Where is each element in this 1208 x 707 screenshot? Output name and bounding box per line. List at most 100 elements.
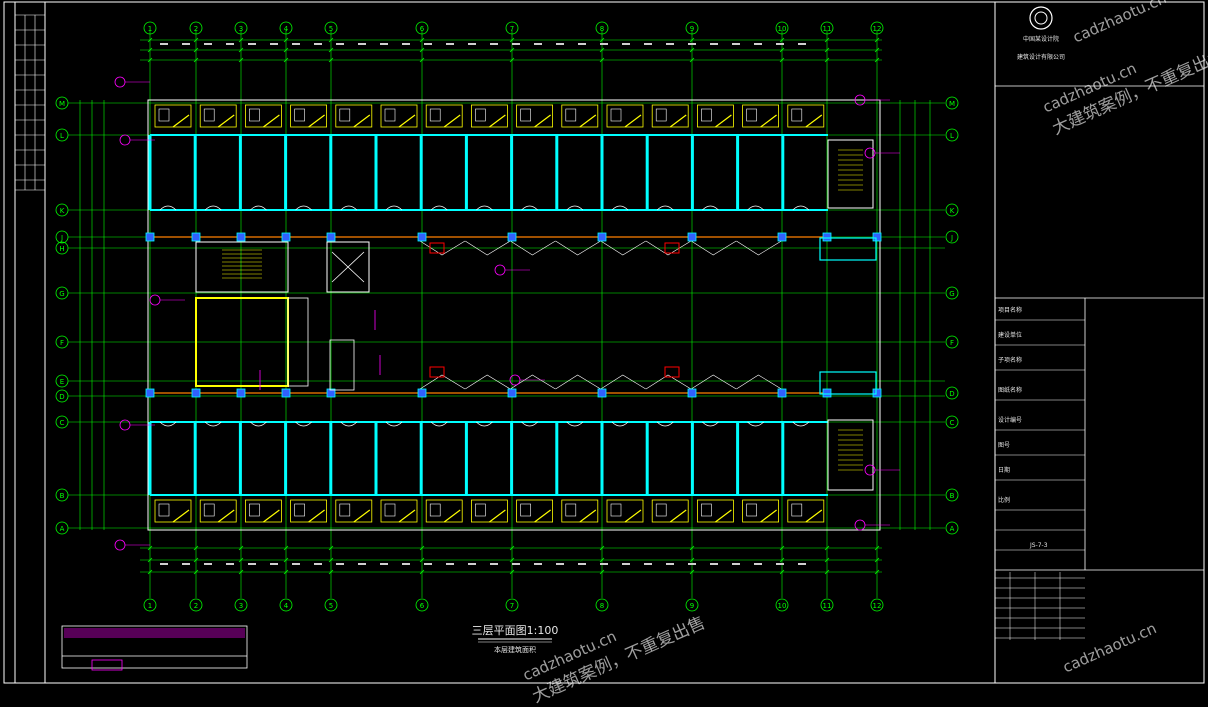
dimension-tick	[689, 557, 695, 563]
dim-text	[754, 563, 762, 565]
dim-text	[182, 563, 190, 565]
axis-label-right-C: C	[950, 419, 955, 427]
dim-text	[160, 563, 168, 565]
dim-text	[336, 43, 344, 45]
axis-bubble-3	[234, 21, 248, 35]
dim-text	[710, 563, 718, 565]
annotation-callout	[114, 76, 126, 88]
north-door-swing	[669, 114, 687, 128]
fire-hydrant-box	[429, 366, 445, 378]
axis-bubble-L	[55, 128, 69, 142]
axis-bubble-right-J	[945, 230, 959, 244]
dimension-tick	[779, 57, 785, 63]
dimension-tick	[238, 37, 244, 43]
north-fixture	[565, 108, 577, 122]
axis-label-E: E	[60, 378, 64, 386]
north-bath	[651, 104, 689, 128]
elevator-block	[326, 241, 370, 293]
axis-label-6: 6	[420, 602, 425, 610]
dim-text	[688, 43, 696, 45]
south-fixture	[701, 503, 712, 517]
south-door-arc	[702, 421, 719, 427]
axis-bubble-B	[55, 488, 69, 502]
column	[191, 388, 201, 398]
dimension-tick	[689, 545, 695, 551]
dimension-tick	[147, 47, 153, 53]
dim-text	[358, 43, 366, 45]
dim-text	[402, 43, 410, 45]
dimension-tick	[599, 47, 605, 53]
dim-text	[732, 43, 740, 45]
truss-top	[645, 240, 692, 256]
axis-bubble-8	[595, 598, 609, 612]
axis-label-K: K	[60, 207, 65, 215]
north-door-arc	[702, 205, 719, 211]
axis-label-7: 7	[510, 25, 514, 33]
north-bath	[154, 104, 192, 128]
dim-text	[182, 43, 190, 45]
stair-block	[195, 241, 289, 293]
axis-label-11: 11	[823, 602, 832, 610]
south-door-arc	[747, 421, 764, 427]
column	[597, 232, 607, 242]
dim-text	[776, 43, 784, 45]
dimension-tick	[874, 57, 880, 63]
north-door-swing	[534, 114, 551, 128]
annotation-callout	[509, 374, 521, 386]
dimension-tick	[689, 57, 695, 63]
south-bath	[380, 499, 418, 523]
north-door-swing	[172, 114, 190, 128]
axis-bubble-11	[820, 21, 834, 35]
annotation-callout	[114, 539, 126, 551]
tb-field-0: 项目名称	[998, 306, 1022, 314]
dim-text	[556, 43, 564, 45]
south-bath	[606, 499, 644, 523]
south-bath	[651, 499, 689, 523]
south-fixture	[475, 503, 486, 517]
south-fixture	[565, 503, 577, 517]
dim-text	[776, 563, 784, 565]
dim-text	[402, 563, 410, 565]
south-door-swing	[217, 509, 235, 523]
column	[417, 388, 427, 398]
south-bath	[742, 499, 779, 523]
dimension-tick	[509, 47, 515, 53]
dimension-tick	[147, 37, 153, 43]
column	[777, 388, 787, 398]
dimension-tick	[283, 57, 289, 63]
dimension-tick	[238, 545, 244, 551]
axis-label-5: 5	[329, 602, 333, 610]
axis-bubble-6	[415, 598, 429, 612]
dimension-tick	[824, 57, 830, 63]
tb-field-7: 比例	[998, 496, 1010, 504]
south-fixture	[294, 503, 305, 517]
axis-label-right-K: K	[950, 207, 955, 215]
north-fixture	[384, 108, 396, 122]
south-door-swing	[669, 509, 687, 523]
axis-bubble-1	[143, 21, 157, 35]
axis-bubble-K	[55, 203, 69, 217]
north-bath	[244, 104, 282, 128]
south-door-swing	[489, 509, 506, 523]
dimension-tick	[689, 37, 695, 43]
dim-text	[204, 563, 212, 565]
right-stair-0	[827, 139, 874, 209]
tb-field-5: 图号	[998, 442, 1010, 449]
dimension-tick	[193, 57, 199, 63]
dimension-tick	[328, 545, 334, 551]
truss-bottom	[645, 374, 692, 390]
dim-text	[534, 43, 542, 45]
south-door-swing	[534, 509, 551, 523]
north-fixture	[520, 108, 531, 122]
axis-label-B: B	[60, 492, 65, 500]
shaft-block	[329, 339, 355, 391]
dim-text	[292, 563, 300, 565]
axis-label-3: 3	[239, 602, 243, 610]
column	[326, 388, 336, 398]
axis-bubble-5	[324, 21, 338, 35]
dimension-tick	[599, 569, 605, 575]
axis-bubble-8	[595, 21, 609, 35]
axis-label-4: 4	[284, 602, 289, 610]
dim-text	[380, 563, 388, 565]
north-door-arc	[159, 205, 177, 211]
